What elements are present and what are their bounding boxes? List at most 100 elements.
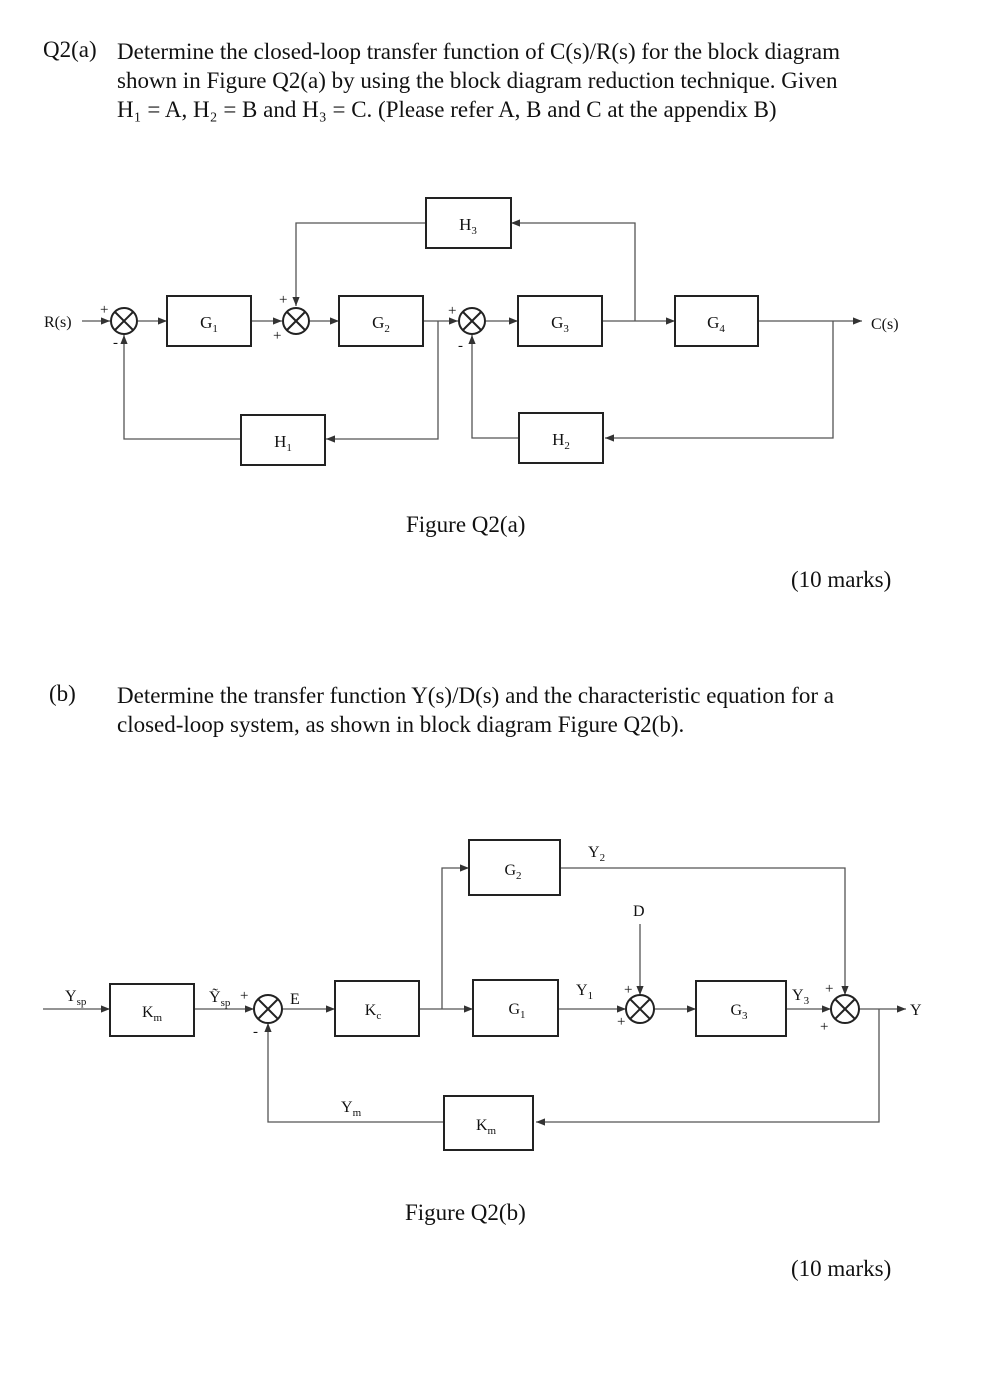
- figure-q2a-caption: Figure Q2(a): [406, 512, 526, 537]
- svg-text:G3: G3: [551, 313, 569, 335]
- line-output-to-km-feedback: [536, 1009, 880, 1126]
- block-h3: H3: [425, 197, 512, 249]
- block-km-feedback: Km: [443, 1095, 534, 1151]
- block-kc-label: K: [365, 1002, 377, 1019]
- block-g1-label: G: [200, 313, 212, 332]
- line-g2-to-sum-y: [560, 867, 849, 995]
- sign-sum-e-plus: +: [240, 988, 248, 1004]
- line-h1-feedback-in: [326, 321, 439, 443]
- question-a-line-3: H₁ = A, H₂ = B and H₃ = C. (Please refer…: [117, 97, 777, 122]
- y2-label: Y2: [588, 844, 605, 864]
- line-h3-feedback-in: [511, 219, 636, 321]
- output-c-label: C(s): [871, 316, 899, 333]
- figure-q2b-caption: Figure Q2(b): [405, 1200, 526, 1225]
- block-h3-label: H: [459, 215, 471, 234]
- svg-text:Kc: Kc: [365, 1002, 382, 1022]
- block-g2-label: G: [372, 313, 384, 332]
- svg-text:G3: G3: [730, 1002, 748, 1022]
- summing-junction-3: [458, 307, 486, 335]
- error-label: E: [290, 991, 300, 1008]
- line-h2-feedback-out: [468, 335, 518, 439]
- block-h1-label: H: [274, 432, 286, 451]
- sign-sum1-minus: -: [113, 335, 118, 351]
- y3-label: Y3: [792, 987, 810, 1007]
- sign-sum-y-plus-left: +: [820, 1019, 828, 1035]
- block-g1-b: G1: [472, 979, 559, 1037]
- line-h3-feedback-out: [292, 222, 426, 306]
- question-a-line-1: Determine the closed-loop transfer funct…: [117, 39, 840, 64]
- block-h3-sub: 3: [471, 225, 477, 237]
- question-b-line-2: closed-loop system, as shown in block di…: [117, 712, 685, 737]
- sign-sum3-minus: -: [458, 338, 463, 354]
- block-h1-sub: 1: [286, 442, 292, 454]
- block-g3-b-sub: 3: [742, 1010, 748, 1022]
- sign-sum-d-plus-top: +: [624, 982, 632, 998]
- block-g3-label: G: [551, 313, 563, 332]
- block-g3-sub: 3: [563, 323, 569, 335]
- block-g3: G3: [517, 295, 603, 347]
- ym-label: Ym: [341, 1099, 362, 1119]
- line-kc-to-g2: [441, 864, 469, 1009]
- summing-junction-2: [282, 307, 310, 335]
- svg-text:G2: G2: [372, 313, 390, 335]
- input-r-label: R(s): [44, 314, 72, 331]
- block-g3-b-label: G: [730, 1002, 742, 1019]
- block-h1: H1: [240, 414, 326, 466]
- input-ysp-label: Ysp: [65, 988, 87, 1008]
- sign-sum-y-plus-top: +: [825, 981, 833, 997]
- svg-text:Km: Km: [142, 1004, 163, 1024]
- output-y-label: Y: [910, 1002, 922, 1019]
- y1-label: Y1: [576, 982, 593, 1002]
- block-kc-sub: c: [376, 1010, 381, 1022]
- sign-sum2-plus-left: +: [273, 328, 281, 344]
- setpoint-label: Ỹsp: [209, 988, 231, 1009]
- block-g4-sub: 4: [719, 323, 725, 335]
- block-h2: H2: [518, 412, 604, 464]
- question-b-text: Determine the transfer function Y(s)/D(s…: [117, 681, 917, 739]
- block-g1-b-label: G: [508, 1001, 520, 1018]
- question-b-marks: (10 marks): [791, 1256, 892, 1281]
- svg-text:G2: G2: [504, 862, 521, 882]
- block-g2-sub: 2: [384, 323, 390, 335]
- block-g2-b-sub: 2: [516, 870, 522, 882]
- question-b-line-1: Determine the transfer function Y(s)/D(s…: [117, 683, 834, 708]
- svg-text:G4: G4: [707, 313, 725, 335]
- block-g1: G1: [166, 295, 252, 347]
- sign-sum1-plus: +: [100, 302, 108, 318]
- summing-junction-y: [830, 994, 860, 1024]
- block-g3-b: G3: [695, 980, 787, 1037]
- block-g2: G2: [338, 295, 424, 347]
- block-g1-sub: 1: [212, 323, 218, 335]
- block-km-feedback-sub: m: [488, 1125, 497, 1137]
- svg-text:G1: G1: [508, 1001, 525, 1021]
- block-kc: Kc: [334, 980, 420, 1037]
- block-g4-label: G: [707, 313, 719, 332]
- line-h1-feedback-out: [120, 335, 240, 440]
- block-km-input: Km: [109, 983, 195, 1037]
- svg-text:Km: Km: [476, 1117, 497, 1137]
- block-km-feedback-label: K: [476, 1117, 488, 1134]
- block-g1-b-sub: 1: [520, 1009, 526, 1021]
- question-b-label: (b): [49, 681, 76, 706]
- question-a-line-2: shown in Figure Q2(a) by using the block…: [117, 68, 838, 93]
- block-km-input-sub: m: [154, 1012, 163, 1024]
- summing-junction-d: [625, 994, 655, 1024]
- summing-junction-1: [110, 307, 138, 335]
- block-h2-label: H: [552, 430, 564, 449]
- sign-sum2-plus-top: +: [279, 292, 287, 308]
- question-a-marks: (10 marks): [791, 567, 892, 592]
- svg-text:H2: H2: [552, 430, 570, 452]
- disturbance-label: D: [633, 903, 645, 920]
- svg-text:G1: G1: [200, 313, 218, 335]
- line-h2-feedback-in: [605, 321, 834, 442]
- sign-sum-e-minus: -: [253, 1024, 258, 1040]
- question-a-text: Determine the closed-loop transfer funct…: [117, 37, 917, 124]
- svg-text:H3: H3: [459, 215, 477, 237]
- block-h2-sub: 2: [564, 440, 570, 452]
- block-g2-b: G2: [468, 839, 561, 896]
- block-g2-b-label: G: [504, 862, 516, 879]
- sign-sum3-plus: +: [448, 303, 456, 319]
- block-km-input-label: K: [142, 1004, 154, 1021]
